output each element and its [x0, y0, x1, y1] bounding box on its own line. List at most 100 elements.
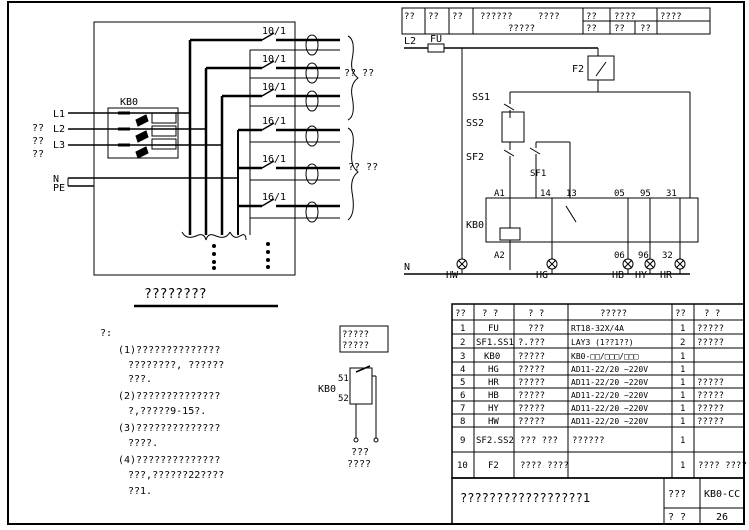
note-line: ????. — [128, 438, 158, 449]
table-cell: FU — [488, 324, 499, 334]
phase-group-label: ?? — [32, 123, 44, 134]
table-cell: ????? — [518, 417, 545, 427]
table-cell: AD11-22/20 ~220V — [571, 365, 648, 374]
phase-l3: L3 — [53, 140, 65, 151]
table-cell: ????? — [697, 378, 724, 388]
aux-contact-52: 52 — [338, 394, 349, 404]
continuation-dots — [212, 242, 270, 270]
terminal-95: 95 — [640, 189, 651, 199]
aux-box-line-2: ????? — [342, 341, 369, 351]
hw-label: HW — [446, 270, 459, 281]
table-cell: HB — [488, 391, 499, 401]
header-cell: ?????? — [480, 12, 513, 22]
hr-label: HR — [660, 270, 673, 281]
table-cell: SF2.SS2 — [476, 436, 514, 446]
header-cell: ?? — [640, 24, 651, 34]
table-cell: ????? — [697, 324, 724, 334]
table-cell: HY — [488, 404, 499, 414]
terminal-31: 31 — [666, 189, 677, 199]
n-label: N — [404, 262, 410, 273]
breaker-rating-1: 10/1 — [262, 26, 286, 37]
notes-block: ?: (1)?????????????? ????????, ?????? ??… — [100, 328, 224, 497]
neutral-label: N — [53, 174, 59, 185]
ss2-label: SS2 — [466, 118, 484, 129]
table-cell: ???? ???? — [520, 461, 569, 471]
table-cell: ????? — [697, 404, 724, 414]
table-cell: ????? — [697, 338, 724, 348]
header-cell: ?? — [614, 24, 625, 34]
a1-label: A1 — [494, 189, 505, 199]
breaker-rating-2: 10/1 — [262, 54, 286, 65]
table-cell: 5 — [460, 378, 465, 388]
aux-contact-51: 51 — [338, 374, 349, 384]
svg-text:??: ?? — [32, 136, 44, 147]
aux-bottom-label-2: ???? — [347, 459, 371, 470]
table-header: ????? — [600, 309, 627, 319]
header-cell: ?? — [404, 12, 415, 22]
output-group-label-1: ?? ?? — [344, 68, 374, 79]
note-line: (2)?????????????? — [118, 391, 220, 402]
table-cell: 1 — [680, 324, 685, 334]
table-cell: 1 — [460, 324, 465, 334]
breaker-rating-5: 16/1 — [262, 154, 286, 165]
note-line: ???,??????22???? — [128, 470, 224, 481]
table-cell: 2 — [460, 338, 465, 348]
output-group-label-2: ?? ?? — [348, 162, 378, 173]
table-cell: 1 — [680, 404, 685, 414]
table-header: ? ? — [528, 309, 544, 319]
l2-label: L2 — [404, 36, 416, 47]
table-cell: 1 — [680, 436, 685, 446]
breaker-rating-4: 16/1 — [262, 116, 286, 127]
top-header-table — [401, 7, 711, 35]
hb-label: HB — [612, 270, 624, 281]
header-cell: ???? — [660, 12, 682, 22]
table-cell: HR — [488, 378, 499, 388]
table-cell: AD11-22/20 ~220V — [571, 391, 648, 400]
breaker-rating-3: 10/1 — [262, 82, 286, 93]
note-line: ??1. — [128, 486, 152, 497]
ss1-label: SS1 — [472, 92, 490, 103]
table-cell: 6 — [460, 391, 465, 401]
f2-label: F2 — [572, 64, 584, 75]
note-line: (1)?????????????? — [118, 345, 220, 356]
header-cell: ????? — [508, 24, 535, 34]
page-number: 26 — [716, 512, 728, 523]
header-cell: ???? — [538, 12, 560, 22]
table-cell: ???? ???? — [698, 461, 747, 471]
table-cell: 8 — [460, 417, 465, 427]
table-cell: AD11-22/20 ~220V — [571, 378, 648, 387]
table-cell: KB0 — [484, 352, 500, 362]
table-cell: 1 — [680, 365, 685, 375]
table-cell: ?.??? — [518, 338, 545, 348]
fu-label: FU — [430, 34, 442, 45]
table-cell: HG — [488, 365, 499, 375]
table-cell: ????? — [697, 391, 724, 401]
table-cell: 3 — [460, 352, 465, 362]
drawing-code: KB0-CC — [704, 489, 740, 500]
note-line: ?,?????9-15?. — [128, 406, 206, 417]
header-cell: ?? — [428, 12, 439, 22]
kb0-label: KB0 — [120, 97, 138, 108]
notes-heading: ?: — [100, 328, 112, 339]
hy-label: HY — [635, 270, 647, 281]
table-cell: SF1.SS1 — [476, 338, 514, 348]
terminal-14: 14 — [540, 189, 551, 199]
header-cell: ?? — [452, 12, 463, 22]
table-header: ? ? — [704, 309, 720, 319]
aux-kb0-label: KB0 — [318, 384, 336, 395]
sf2-label: SF2 — [466, 152, 484, 163]
table-cell: HW — [488, 417, 499, 427]
terminal-05: 05 — [614, 189, 625, 199]
table-header: ?? — [455, 309, 466, 319]
code-label: ??? — [668, 489, 686, 500]
drawing-title: ?????????????????1 — [460, 491, 590, 505]
main-power-diagram — [67, 21, 359, 276]
table-cell: 7 — [460, 404, 465, 414]
table-cell: 1 — [680, 417, 685, 427]
table-cell: 1 — [680, 378, 685, 388]
table-cell: 1 — [680, 461, 685, 471]
table-cell: ????? — [518, 404, 545, 414]
header-cell: ?? — [586, 12, 597, 22]
table-cell: LAY3 (1??1??) — [571, 338, 634, 347]
